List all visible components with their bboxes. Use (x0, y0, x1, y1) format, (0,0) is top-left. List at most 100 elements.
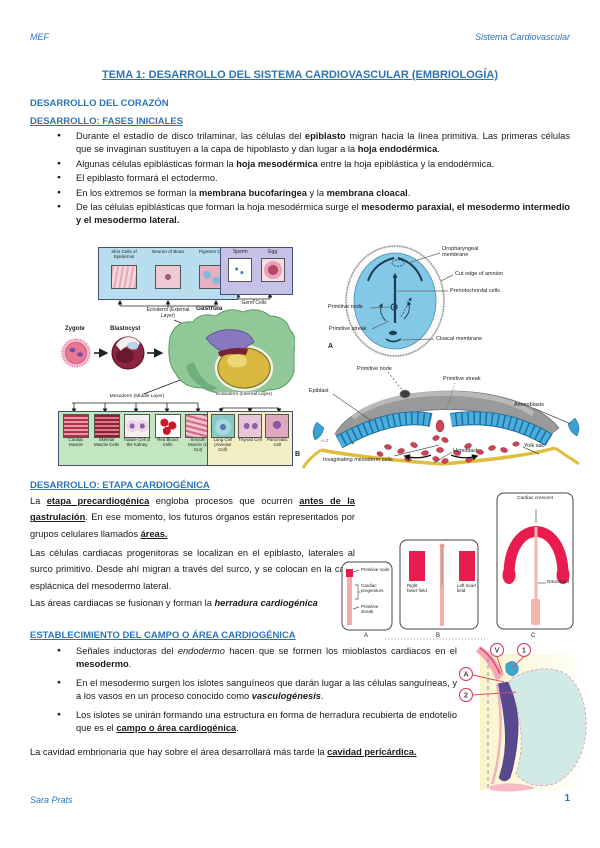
list-item: Algunas células epiblásticas forman la h… (55, 158, 570, 171)
mesoderm-label: Mesoderm (Middle Layer) (108, 394, 166, 400)
endoderm-item: Pancreatic Cell (264, 414, 291, 448)
paragraph: Las células cardiacas progenitoras se lo… (30, 548, 355, 591)
mesoderm-item: Cardiac Muscle (62, 414, 91, 448)
skin-cells-thumb (111, 265, 137, 289)
header-right: Sistema Cardiovascular (474, 32, 570, 42)
left-heart-field-label: Left heart field (457, 583, 477, 594)
mesoderm-item-label: Tubule Cell of the Kidney (123, 437, 151, 447)
germ-item-label: Sperm (232, 249, 248, 255)
ectoderm-item: Neuron of Brain (148, 249, 188, 289)
heart-fields-drawing (341, 492, 574, 640)
gastrula-label: Gastrula (196, 305, 223, 312)
cardiac-muscle-thumb (63, 414, 89, 438)
list-item: Señales inductoras del endodermo hacen q… (55, 645, 457, 671)
list-item-text: En los extremos se forman la membrana bu… (76, 187, 411, 198)
germ-item-label: Egg (268, 249, 278, 255)
primitive-streak-label: Primitive streak (443, 376, 481, 382)
epiblast-label: Epiblast (309, 388, 329, 394)
mesoderm-item-label: Cardiac Muscle (68, 437, 84, 447)
bullet-icon (57, 158, 61, 172)
ectoderm-item-label: Neuron of Brain (151, 249, 185, 254)
amnioblasts-label: Amnioblasts (514, 402, 544, 408)
endoderm-item: Thyroid Cell (237, 414, 264, 443)
corner-mark: A-Z (321, 438, 329, 443)
list-item: El epiblasto formará el ectodermo. (55, 172, 570, 185)
primitive-node-label: Primitive node (361, 567, 390, 572)
panel-letter-a: A (364, 633, 369, 639)
marker-v: V (495, 648, 500, 655)
panel-letter-a: A (328, 343, 334, 350)
bullet-icon (57, 677, 61, 691)
cloacal-membrane-label: Cloacal membrane (436, 336, 483, 342)
ectoderm-item: Pigment Cell (192, 249, 232, 289)
hypoblast-label: Hypoblast (453, 448, 478, 454)
list-item-text: En el mesodermo surgen los islotes sangu… (76, 678, 457, 701)
heading-desarrollo-corazon: DESARROLLO DEL CORAZÓN (30, 98, 169, 109)
endoderm-label: Endoderm (Internal Layer) (216, 392, 272, 398)
heading-fases-iniciales: DESARROLLO: FASES INICIALES (30, 116, 184, 127)
list-item: En el mesodermo surgen los islotes sangu… (55, 677, 457, 703)
pancreatic-cell-thumb (265, 414, 290, 438)
sperm-thumb (228, 258, 253, 282)
endoderm-item-label: Pancreatic Cell (266, 437, 288, 447)
germ-cells-label: Germ Cells (241, 300, 267, 306)
zygote-cell (61, 338, 91, 368)
notochord-label: Notochord (547, 580, 570, 585)
marker-1: 1 (522, 648, 526, 655)
list-item: De las células epiblásticas que forman l… (55, 201, 570, 228)
fases-bullet-list: Durante el estadío de disco trilaminar, … (55, 130, 570, 229)
embryo-disc-drawing (344, 244, 454, 358)
marker-2: 2 (464, 693, 468, 700)
list-item-text: De las células epiblásticas que forman l… (76, 202, 570, 226)
ectoderm-item-label: Pigment Cell (198, 249, 226, 254)
endoderm-item-label: Thyroid Cell (238, 437, 262, 442)
ectoderm-label: Ectoderm (External Layer) (146, 307, 190, 319)
cardiac-progenitors-label: Cardiac progenitors (361, 583, 384, 594)
cardiogenic-area-figure: V 1 A 2 (452, 638, 594, 796)
footer-author: Sara Prats (30, 795, 73, 805)
ectoderm-box: Skin Cells of Epidermis Neuron of Brain … (98, 247, 238, 300)
marker-a: A (463, 672, 468, 679)
germ-layers-drawing (61, 292, 295, 414)
yolk-sac-label: Yolk sac (524, 443, 545, 449)
mesoderm-item: Red Blood Cells (153, 414, 182, 448)
prenotochordal-cells-label: Prenotochordal cells (450, 288, 500, 294)
list-item-text: Señales inductoras del endodermo hacen q… (76, 646, 457, 669)
cardiogenic-area-drawing: V 1 A 2 (458, 642, 587, 792)
page-title: TEMA 1: DESARROLLO DEL SISTEMA CARDIOVAS… (102, 69, 498, 81)
zygote-label: Zygote (65, 326, 85, 332)
heading-campo-cardiogenico: ESTABLECIMIENTO DEL CAMPO O ÁREA CARDIOG… (30, 630, 296, 641)
bullet-icon (57, 201, 61, 215)
germ-item: Sperm (226, 249, 254, 282)
bullet-icon (57, 172, 61, 186)
endoderm-item-label: Lung Cell (Alveolar Cell) (213, 437, 233, 452)
tubule-cell-thumb (124, 414, 150, 438)
germ-cells-box: Sperm Egg (220, 247, 293, 295)
thyroid-cell-thumb (238, 414, 262, 438)
invaginating-mesoderm-label: Invaginating mesoderm cells (323, 457, 393, 463)
paragraph: Las áreas cardiacas se fusionan y forman… (30, 598, 318, 608)
bullet-icon (57, 709, 61, 723)
red-blood-cells-thumb (154, 414, 181, 438)
mesoderm-item: Skeletal Muscle Cells (92, 414, 121, 448)
germ-item: Egg (259, 249, 287, 282)
list-item-text: Durante el estadío de disco trilaminar, … (76, 131, 570, 155)
heart-fields-figure: Primitive node Cardiac progenitors Primi… (340, 487, 588, 645)
panel-letter-c: C (531, 633, 536, 639)
embryo-section-figure: Primitive node Primitive streak Epiblast… (293, 362, 590, 478)
endoderm-item: Lung Cell (Alveolar Cell) (209, 414, 236, 452)
lung-cell-thumb (210, 414, 235, 438)
page-number: 1 (564, 793, 570, 804)
list-item-text: Los islotes se unirán formando una estru… (76, 710, 457, 733)
embryo-disc-figure: Oropharyngeal membrane Cut edge of amnio… (300, 243, 585, 361)
primitive-streak-label: Primitive streak (361, 604, 379, 615)
mesoderm-box: Cardiac Muscle Skeletal Muscle Cells Tub… (58, 411, 216, 466)
panel-letter-b: B (436, 633, 441, 639)
blastocyst-label: Blastocyst (110, 326, 141, 332)
list-item: Durante el estadío de disco trilaminar, … (55, 130, 570, 157)
paragraph: La etapa precardiogénica engloba proceso… (30, 496, 355, 539)
marker-badges: V 1 A 2 (458, 642, 532, 703)
primitive-streak-label: Primitive streak (329, 326, 367, 332)
panel-letter-b: B (295, 451, 301, 458)
